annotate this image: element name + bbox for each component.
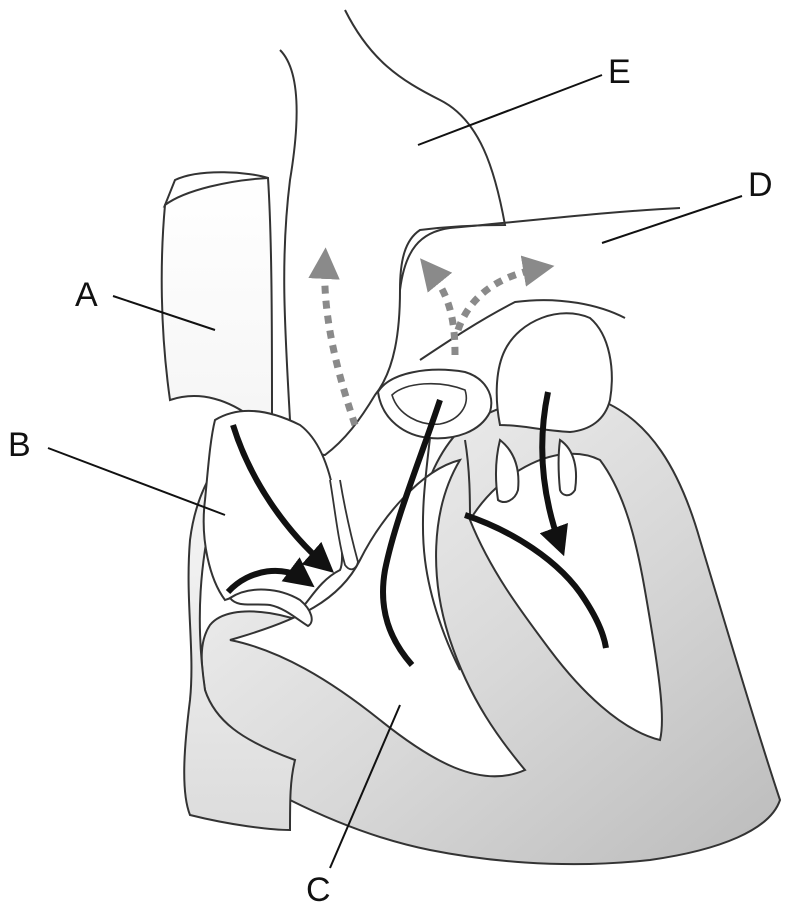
label-e: E (608, 55, 631, 89)
label-c: C (306, 873, 331, 907)
label-a: A (75, 278, 98, 312)
left-atrium (497, 313, 612, 432)
dashed-arrow-pulmonary-left (428, 268, 455, 355)
label-b: B (8, 428, 31, 462)
leader-line-b (48, 448, 225, 515)
leader-line-d (602, 196, 742, 243)
aortic-valve-ring (378, 370, 491, 439)
dashed-arrow-pulmonary-right (458, 268, 542, 330)
label-d: D (748, 168, 773, 202)
